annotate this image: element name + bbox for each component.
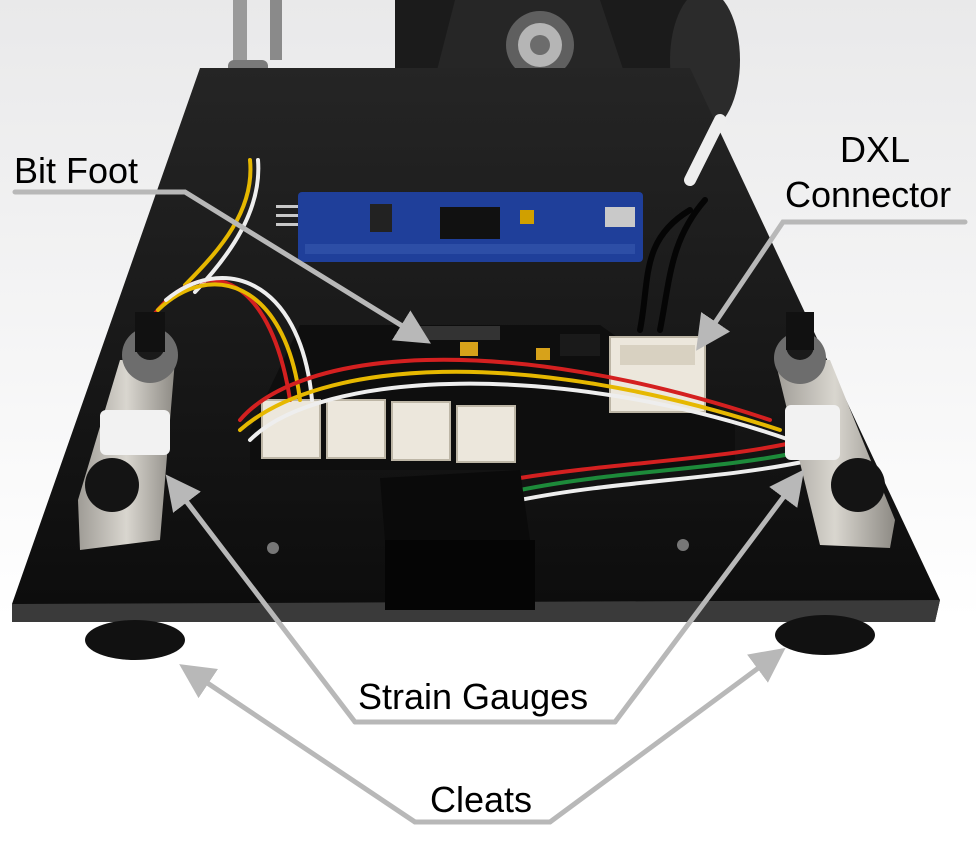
bit-foot-arrow [12, 189, 431, 344]
dxl-label-line2: Connector [785, 174, 952, 215]
strain-gauge-right-arrow [612, 469, 805, 725]
dxl-label-line1: DXL [839, 129, 911, 170]
left-cleat-assembly [78, 312, 185, 660]
right-cleat-assembly [774, 312, 895, 655]
strain-gauge-left-arrow [165, 474, 358, 725]
left-cleat [85, 620, 185, 660]
white-margin [0, 620, 976, 844]
screw [267, 542, 279, 554]
gauge-connectors [261, 399, 516, 463]
dxl-connector [609, 336, 706, 413]
right-cleat [775, 615, 875, 655]
tape-strip [385, 540, 535, 610]
wires [148, 114, 814, 502]
annotation-arrows [12, 189, 968, 825]
cleats-label: Cleats [430, 779, 533, 820]
cleat-left-arrow [179, 664, 418, 825]
microcontroller-board [276, 192, 643, 262]
strain-gauges-label: Strain Gauges [358, 676, 589, 717]
tape-bundle [380, 470, 530, 540]
cleat-right-arrow [547, 647, 786, 825]
bit-foot-label: Bit Foot [14, 150, 139, 191]
plate-edge [12, 600, 940, 622]
screw [677, 539, 689, 551]
dxl-connector-arrow [696, 219, 968, 351]
